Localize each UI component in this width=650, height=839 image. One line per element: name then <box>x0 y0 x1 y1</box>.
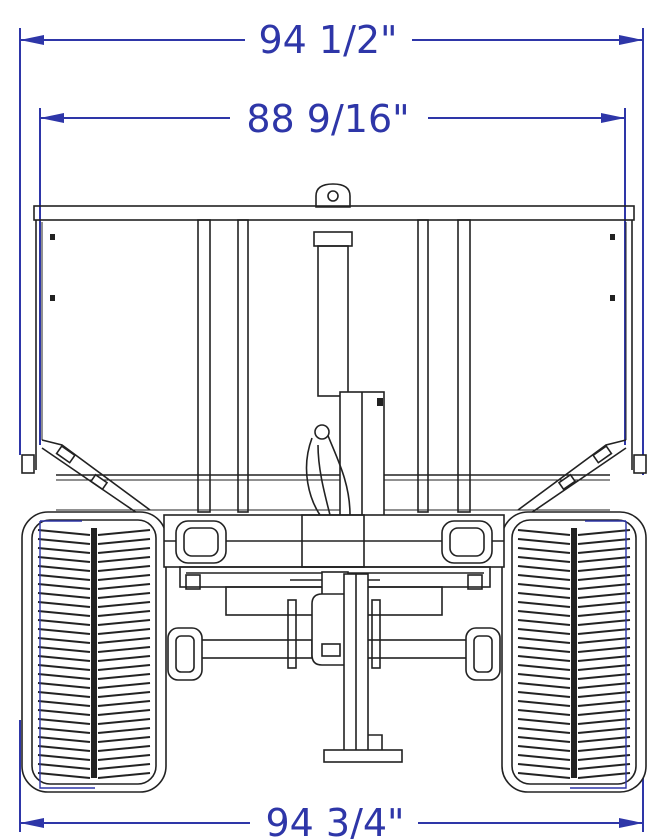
tread-lug <box>37 574 151 581</box>
tread-lug <box>517 691 631 698</box>
tread-lug <box>517 682 631 689</box>
right-tire <box>501 511 647 793</box>
tread-lug <box>37 655 151 662</box>
axle-assembly <box>167 599 501 681</box>
tread-lug <box>37 691 151 698</box>
hitch-ring-icon <box>315 183 351 208</box>
tread-lug <box>517 646 631 653</box>
tread-lug <box>517 619 631 626</box>
tread-lug <box>37 727 151 734</box>
tread-lug <box>517 664 631 671</box>
tread-lug <box>37 646 151 653</box>
tread-lug <box>517 655 631 662</box>
tread-lug <box>517 637 631 644</box>
left-tire <box>21 511 167 793</box>
dimension-arrow-icon <box>619 35 643 45</box>
tread-lug <box>517 529 631 536</box>
cylinder-port <box>377 398 383 406</box>
dim-overall-label: 94 1/2" <box>258 18 397 62</box>
tread-lug <box>517 745 631 752</box>
tread-lug <box>517 574 631 581</box>
tread-lug <box>37 763 151 770</box>
dump-box <box>21 205 647 481</box>
tread-lug <box>517 673 631 680</box>
box-bolt <box>610 234 615 240</box>
tread-lug <box>37 565 151 572</box>
dimension-tire-width: 94 3/4" <box>19 720 644 839</box>
tread-lug <box>517 628 631 635</box>
tread-lug <box>37 601 151 608</box>
tread-lug <box>517 772 631 779</box>
tread-lug <box>517 583 631 590</box>
box-braces <box>41 439 627 516</box>
dimension-arrow-icon <box>40 113 64 123</box>
tread-lug <box>517 601 631 608</box>
right-tire-tread <box>517 528 631 779</box>
tread-lug <box>37 547 151 554</box>
tread-lug <box>37 718 151 725</box>
tread-lug <box>37 754 151 761</box>
tread-lug <box>517 592 631 599</box>
tread-lug <box>37 637 151 644</box>
left-tire-tread <box>37 528 151 779</box>
tread-lug <box>37 610 151 617</box>
box-bolt <box>50 295 55 301</box>
center-uprights <box>56 219 610 513</box>
tread-lug <box>37 682 151 689</box>
tread-center-band <box>571 528 577 778</box>
tread-lug <box>37 529 151 536</box>
tread-lug <box>517 727 631 734</box>
tread-lug <box>517 700 631 707</box>
dimension-arrow-icon <box>619 818 643 828</box>
tread-lug <box>517 709 631 716</box>
tread-lug <box>517 610 631 617</box>
tread-lug <box>37 592 151 599</box>
tread-lug <box>517 565 631 572</box>
dimension-arrow-icon <box>601 113 625 123</box>
box-bolt <box>50 234 55 240</box>
dim-tire-label: 94 3/4" <box>265 801 404 839</box>
tread-lug <box>37 709 151 716</box>
dimension-arrow-icon <box>20 818 44 828</box>
dimension-arrow-icon <box>20 35 44 45</box>
tread-center-band <box>91 528 97 778</box>
jack-foot <box>323 749 403 763</box>
tongue-jack <box>290 571 403 763</box>
tread-lug <box>37 673 151 680</box>
tread-lug <box>37 583 151 590</box>
tread-lug <box>517 736 631 743</box>
tread-lug <box>517 538 631 545</box>
tread-lug <box>37 628 151 635</box>
front-frame <box>163 514 505 616</box>
tread-lug <box>517 556 631 563</box>
tread-lug <box>37 619 151 626</box>
tread-lug <box>37 556 151 563</box>
tread-lug <box>37 664 151 671</box>
tread-lug <box>517 718 631 725</box>
tread-lug <box>37 772 151 779</box>
left-light <box>175 520 227 564</box>
box-bolt <box>610 295 615 301</box>
tread-lug <box>37 700 151 707</box>
tread-lug <box>37 538 151 545</box>
hydraulic-cylinder <box>305 231 385 517</box>
tread-lug <box>37 745 151 752</box>
tread-lug <box>517 763 631 770</box>
dimension-overall-top: 94 1/2" <box>19 18 644 475</box>
tread-lug <box>517 547 631 554</box>
dimension-box-width: 88 9/16" <box>39 97 626 445</box>
dim-box-label: 88 9/16" <box>246 97 409 141</box>
right-light <box>441 520 493 564</box>
tread-lug <box>517 754 631 761</box>
tread-lug <box>37 736 151 743</box>
